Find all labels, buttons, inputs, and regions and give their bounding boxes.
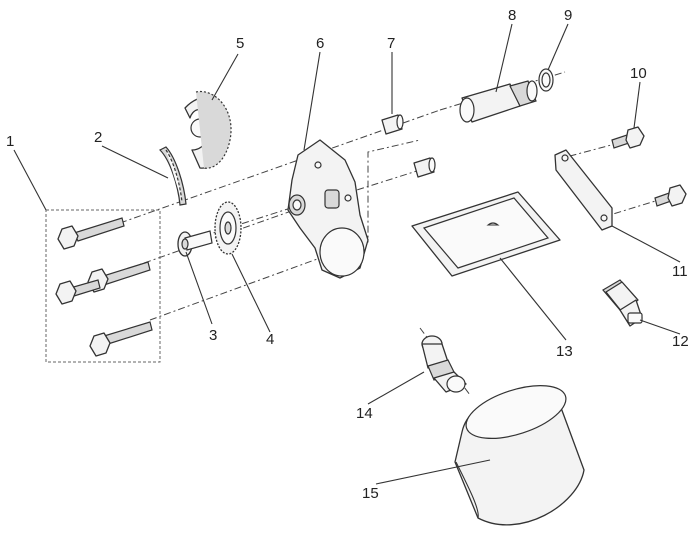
callout-13: 13 <box>556 343 573 360</box>
callout-4: 4 <box>266 331 274 348</box>
callout-7: 7 <box>387 35 395 52</box>
callout-14: 14 <box>356 405 373 422</box>
callout-2: 2 <box>94 129 102 146</box>
timing-chain <box>158 146 187 206</box>
bolt-1c <box>55 279 101 305</box>
callout-11: 11 <box>672 263 688 280</box>
callout-3: 3 <box>209 327 217 344</box>
leader-lines <box>13 23 681 485</box>
o-ring <box>538 68 554 92</box>
bolt-set-outline <box>45 209 161 363</box>
chain-guide <box>184 91 232 169</box>
gasket-screen <box>411 191 561 277</box>
callout-15: 15 <box>362 485 379 502</box>
callout-labels: 1 2 3 4 5 6 7 8 9 10 11 12 13 14 15 <box>6 7 689 502</box>
callout-1: 1 <box>6 133 14 150</box>
sprocket <box>214 201 242 255</box>
dowel-pin-upper <box>381 114 404 135</box>
dowel-pin-lower <box>413 157 436 178</box>
callout-8: 8 <box>508 7 516 24</box>
drive-shaft <box>177 230 213 257</box>
bolt-1a <box>57 217 125 250</box>
oil-filter <box>454 385 585 526</box>
relief-valve-body <box>459 80 538 123</box>
cover-screw-lower <box>654 184 687 207</box>
callout-9: 9 <box>564 7 572 24</box>
pressure-sensor <box>602 279 643 327</box>
callout-12: 12 <box>672 333 689 350</box>
bolt-set-group <box>45 209 161 363</box>
cover-screw-upper <box>611 126 645 149</box>
bolt-1d <box>89 321 153 357</box>
cover-plate <box>554 149 613 231</box>
threaded-nipple <box>421 335 467 393</box>
callout-6: 6 <box>316 35 324 52</box>
callout-5: 5 <box>236 35 244 52</box>
callout-10: 10 <box>630 65 647 82</box>
pump-housing <box>287 139 369 279</box>
